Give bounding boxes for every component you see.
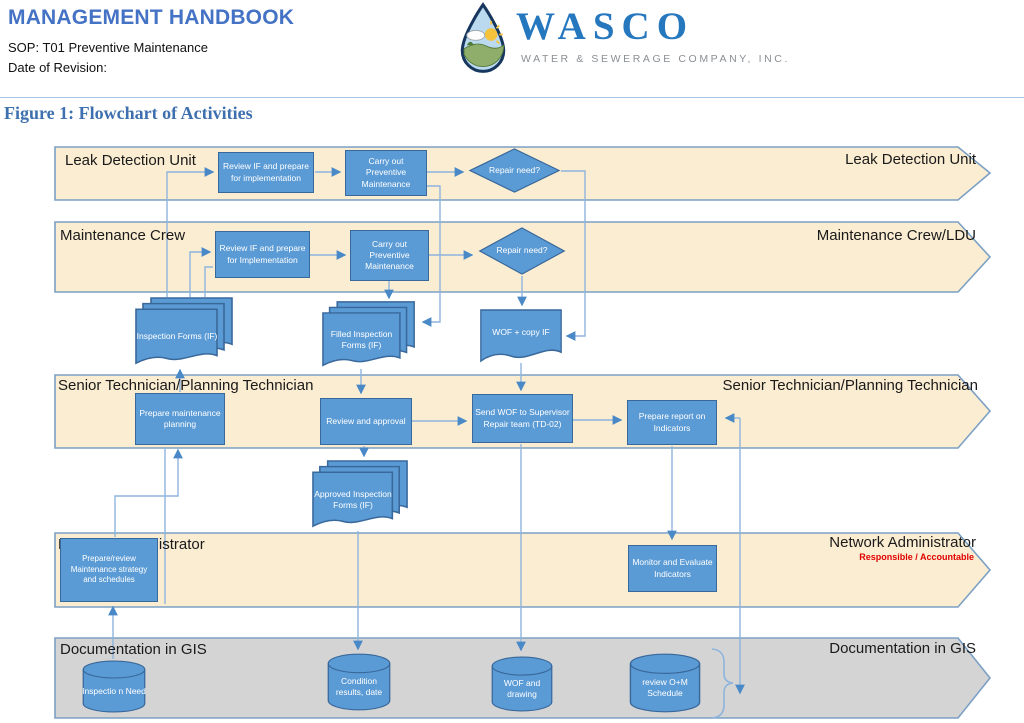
document-stack-shape	[322, 301, 415, 367]
lane-crew-left-label: Maintenance Crew	[60, 227, 186, 244]
document-approved-inspection-forms: Approved Inspection Forms (IF)	[312, 460, 410, 530]
process-carry-out-crew: Carry out Preventive Maintenance	[350, 230, 429, 281]
decision-repair-need-ldu: Repair need?	[468, 148, 561, 193]
document-filled-inspection-forms: Filled Inspection Forms (IF)	[322, 301, 417, 369]
cylinder-shape	[629, 653, 701, 713]
header-divider	[0, 97, 1024, 98]
document-shape	[480, 309, 562, 363]
lane-ldu-left-label: Leak Detection Unit	[65, 152, 196, 169]
datastore-review-om-schedule: review O+M Schedule	[629, 653, 701, 713]
process-label: Carry out Preventive Maintenance	[365, 238, 414, 272]
cylinder-shape	[491, 656, 553, 712]
process-label: Prepare maintenance planning	[139, 407, 221, 429]
document-label: WOF + copy IF	[492, 326, 550, 337]
datastore-label: WOF and drawing	[503, 677, 541, 699]
document-stack-shape	[312, 460, 408, 528]
process-label: Prepare/review Maintenance strategy and …	[70, 554, 148, 585]
lane-gis-right-label: Documentation in GIS	[829, 640, 976, 657]
datastore-condition-results: Condition results, date	[327, 653, 391, 711]
datastore-wof-drawing: WOF and drawing	[491, 656, 553, 712]
process-label: Review IF and prepare for Implementation	[219, 243, 306, 265]
lane-gis-left-label: Documentation in GIS	[60, 641, 207, 658]
process-prepare-report-indicators: Prepare report on Indicators	[627, 400, 717, 445]
cylinder-shape	[82, 660, 146, 713]
datastore-label: Condition results, date	[335, 675, 383, 697]
decision-label: Repair need?	[496, 245, 548, 256]
process-label: Carry out Preventive Maintenance	[361, 156, 411, 189]
document-stack-shape	[135, 297, 233, 365]
cylinder-shape	[327, 653, 391, 711]
process-send-wof-supervisor: Send WOF to Supervisor Repair team (TD-0…	[472, 394, 573, 443]
document-wof-copy-if: WOF + copy IF	[480, 309, 562, 364]
datastore-label: Inspectio n Need	[82, 685, 146, 696]
process-prepare-review-strategy: Prepare/review Maintenance strategy and …	[60, 538, 158, 602]
sop-line: SOP: T01 Preventive Maintenance	[8, 40, 208, 55]
diamond-shape	[468, 148, 561, 193]
document-label: Filled Inspection Forms (IF)	[330, 328, 393, 350]
process-label: Prepare report on Indicators	[638, 411, 706, 433]
process-carry-out-ldu: Carry out Preventive Maintenance	[345, 150, 427, 196]
lane-netadmin-right-label: Network Administrator	[829, 534, 976, 551]
wasco-droplet-logo-icon	[460, 2, 506, 73]
document-inspection-forms: Inspection Forms (IF)	[135, 297, 235, 367]
decision-repair-need-crew: Repair need?	[478, 227, 566, 275]
process-review-if-crew: Review IF and prepare for Implementation	[215, 231, 310, 278]
responsible-accountable-note: Responsible / Accountable	[859, 552, 974, 562]
document-label: Approved Inspection Forms (IF)	[314, 488, 392, 510]
process-review-and-approval: Review and approval	[320, 398, 412, 445]
process-label: Monitor and Evaluate Indicators	[632, 557, 713, 579]
process-label: Review and approval	[326, 415, 406, 426]
page-title: MANAGEMENT HANDBOOK	[8, 6, 295, 29]
wasco-tagline: WATER & SEWERAGE COMPANY, INC.	[521, 53, 790, 65]
process-prepare-maintenance-planning: Prepare maintenance planning	[135, 393, 225, 445]
lane-ldu-right-label: Leak Detection Unit	[845, 151, 976, 168]
datastore-label: review O+M Schedule	[642, 676, 688, 698]
lane-senior-right-label: Senior Technician/Planning Technician	[722, 377, 978, 394]
wasco-wordmark: WASCO	[516, 5, 695, 48]
process-label: Send WOF to Supervisor Repair team (TD-0…	[475, 407, 570, 429]
lane-senior-left-label: Senior Technician/Planning Technician	[58, 377, 314, 394]
figure-caption: Figure 1: Flowchart of Activities	[4, 103, 253, 123]
process-label: Review IF and prepare for implementation	[223, 161, 309, 183]
diamond-shape	[478, 227, 566, 275]
revision-line: Date of Revision:	[8, 60, 107, 75]
datastore-inspection-need: Inspectio n Need	[82, 660, 146, 713]
process-monitor-evaluate-indicators: Monitor and Evaluate Indicators	[628, 545, 717, 592]
document-label: Inspection Forms (IF)	[136, 331, 218, 342]
process-review-if-ldu: Review IF and prepare for implementation	[218, 152, 314, 193]
decision-label: Repair need?	[488, 164, 541, 175]
lane-crew-right-label: Maintenance Crew/LDU	[816, 227, 976, 244]
